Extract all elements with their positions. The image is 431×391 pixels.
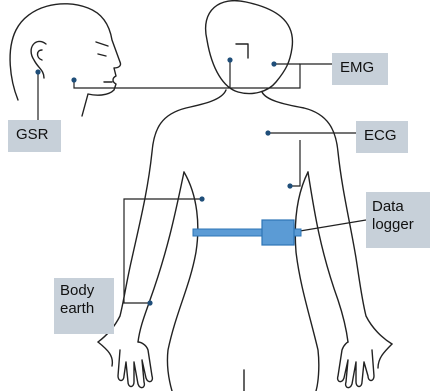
electrode-ecg-chest [265,130,270,135]
body-left-outline [98,90,226,342]
head-outline [206,1,293,94]
left-hand [98,342,152,388]
eye [98,54,106,56]
nose [236,44,248,58]
electrode-gsr [35,69,40,74]
electrode-body-earth-torso [199,196,204,201]
data-logger-strap [193,220,301,245]
body-earth-leader [124,199,202,303]
ecg-leader-abdomen [290,140,300,186]
right-hand [338,342,392,388]
electrode-emg-face [71,77,76,82]
electrode-body-earth-wrist [147,300,152,305]
body-earth-label: Body earth [54,278,114,334]
head-profile-outline [10,4,120,116]
data-logger-box [262,220,294,245]
eyebrow [96,42,108,46]
head-profile [10,4,120,116]
electrode-ecg-abdomen [287,183,292,188]
electrodes [35,57,292,305]
right-inner-arm [308,172,348,342]
gsr-label: GSR [8,120,61,152]
emg-leader-face [74,60,230,88]
torso-right-side [295,172,319,391]
torso-left-side [167,172,197,391]
data-logger-label: Data logger [366,192,430,248]
ecg-label: ECG [356,121,408,153]
data-logger-leader [294,220,366,232]
electrode-emg-jaw [271,61,276,66]
ear-inner [38,50,43,60]
electrode-emg-head [227,57,232,62]
emg-label: EMG [332,53,388,85]
